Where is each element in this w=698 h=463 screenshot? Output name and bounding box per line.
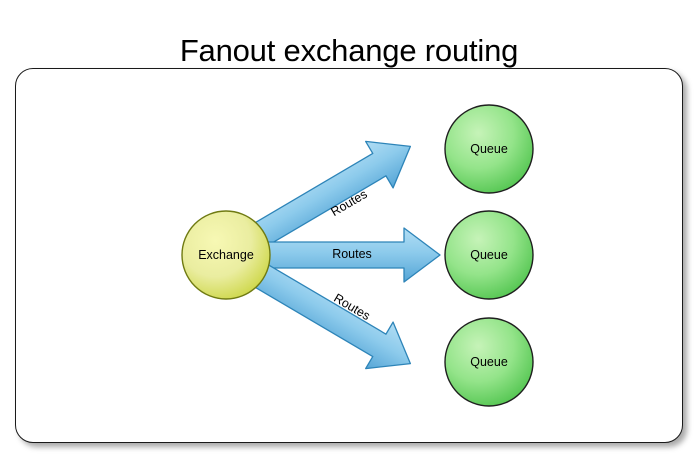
page-title: Fanout exchange routing xyxy=(179,32,519,68)
queue-bottom-circle xyxy=(444,317,534,407)
exchange-circle xyxy=(181,210,271,300)
node-queue-middle[interactable] xyxy=(444,210,534,300)
queue-top-circle xyxy=(444,104,534,194)
node-queue-bottom[interactable] xyxy=(444,317,534,407)
node-queue-top[interactable] xyxy=(444,104,534,194)
node-exchange[interactable] xyxy=(181,210,271,300)
queue-middle-circle xyxy=(444,210,534,300)
